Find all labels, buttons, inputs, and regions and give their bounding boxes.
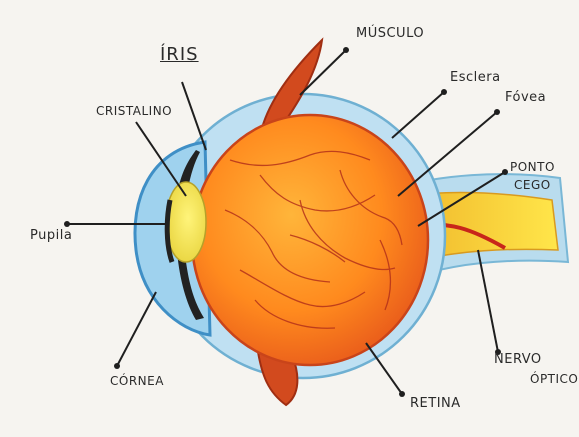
label-cornea: CÓRNEA [110,374,164,388]
label-nervo: NERVO [494,352,542,367]
label-cristalino: CRISTALINO [96,104,172,118]
label-cego: CEGO [514,178,551,192]
label-pupila: Pupila [30,228,72,243]
label-fovea: Fóvea [505,90,546,105]
label-optico: ÓPTICO [530,372,578,386]
lens-shape [166,182,206,262]
label-esclera: Esclera [450,70,501,85]
label-ponto: PONTO [510,160,555,174]
label-iris: ÍRIS [160,44,199,65]
label-musculo: MÚSCULO [356,26,424,41]
label-retina: RETINA [410,396,461,411]
